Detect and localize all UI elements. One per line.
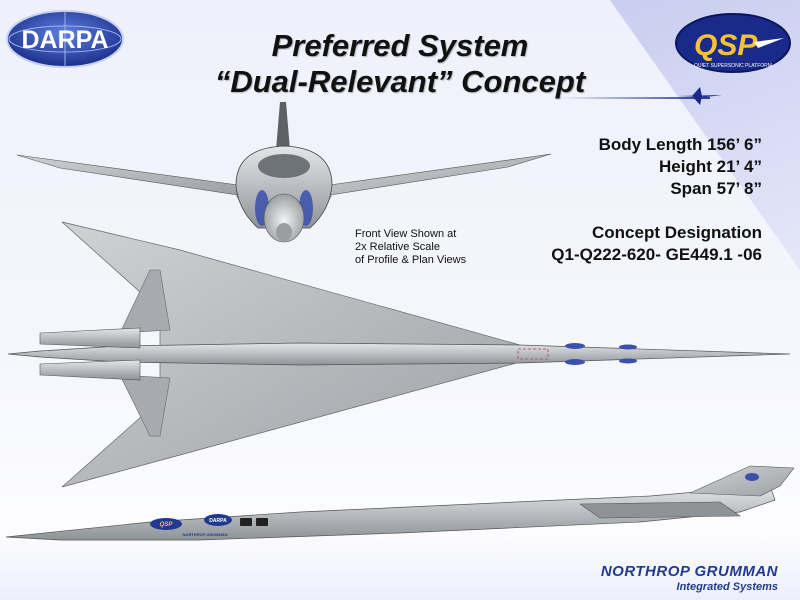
front-nose-tip bbox=[276, 223, 292, 241]
spec-designation-label: Concept Designation bbox=[591, 223, 762, 242]
profile-view: QSP DARPA NORTHROP GRUMMAN bbox=[5, 465, 795, 541]
spec-body-length: Body Length 156’ 6” bbox=[598, 135, 762, 154]
scale-note-line-3: of Profile & Plan Views bbox=[355, 254, 467, 266]
front-left-wing bbox=[16, 154, 239, 196]
scale-note-line-2: 2x Relative Scale bbox=[355, 241, 440, 253]
profile-tail-marking bbox=[745, 473, 759, 481]
profile-vertical-tail bbox=[689, 465, 795, 497]
plan-lower-canard bbox=[119, 374, 171, 437]
profile-window-2 bbox=[256, 518, 268, 526]
front-view bbox=[16, 102, 552, 243]
title-line-1: Preferred System bbox=[271, 28, 529, 63]
slide-title: Preferred System “Dual-Relevant” Concept bbox=[185, 28, 615, 100]
northrop-grumman-logo: NORTHROP GRUMMAN Integrated Systems bbox=[601, 563, 778, 593]
profile-northrop-text: NORTHROP GRUMMAN bbox=[182, 532, 227, 537]
darpa-logo-text: DARPA bbox=[21, 26, 108, 54]
plan-upper-canard bbox=[119, 269, 171, 334]
spec-designation-value: Q1-Q222-620- GE449.1 -06 bbox=[551, 245, 762, 264]
profile-fuselage bbox=[5, 485, 776, 541]
qsp-jet-icon bbox=[754, 38, 784, 48]
plan-upper-marking-2 bbox=[619, 344, 637, 350]
scale-note: Front View Shown at 2x Relative Scale of… bbox=[355, 228, 466, 267]
spec-span: Span 57’ 8” bbox=[670, 179, 762, 198]
profile-engine-nacelle bbox=[579, 501, 741, 519]
plan-lower-marking-2 bbox=[619, 358, 637, 364]
plan-fuselage bbox=[7, 342, 791, 366]
specifications: Body Length 156’ 6” Height 21’ 4” Span 5… bbox=[551, 134, 762, 266]
title-underline bbox=[560, 97, 710, 99]
division-name: Integrated Systems bbox=[676, 581, 778, 593]
front-right-wing bbox=[329, 153, 552, 196]
title-line-2: “Dual-Relevant” Concept bbox=[214, 64, 586, 99]
plan-cockpit-outline bbox=[517, 348, 549, 360]
qsp-logo-subtext: QUIET SUPERSONIC PLATFORM bbox=[694, 63, 772, 69]
profile-darpa-text: DARPA bbox=[209, 518, 227, 524]
profile-qsp-text: QSP bbox=[160, 522, 174, 528]
profile-darpa-emblem bbox=[204, 514, 232, 526]
qsp-logo-text: QSP bbox=[694, 29, 758, 62]
spec-height: Height 21’ 4” bbox=[659, 157, 762, 176]
front-vertical-tail bbox=[276, 102, 290, 150]
darpa-logo: DARPA bbox=[6, 10, 124, 68]
profile-window-1 bbox=[240, 518, 252, 526]
scale-note-line-1: Front View Shown at bbox=[355, 228, 457, 240]
plan-lower-nacelle bbox=[39, 359, 141, 381]
qsp-logo: QSP QUIET SUPERSONIC PLATFORM bbox=[675, 13, 791, 73]
mini-jet-icon bbox=[678, 87, 722, 105]
front-nose bbox=[263, 193, 305, 243]
plan-upper-marking bbox=[565, 343, 585, 349]
plan-view bbox=[7, 221, 791, 488]
plan-upper-nacelle bbox=[39, 327, 141, 349]
front-intake-top bbox=[258, 154, 310, 178]
plan-lower-marking bbox=[565, 359, 585, 365]
bottom-band bbox=[0, 530, 800, 600]
company-name: NORTHROP GRUMMAN bbox=[600, 563, 778, 580]
profile-qsp-emblem bbox=[150, 518, 182, 530]
